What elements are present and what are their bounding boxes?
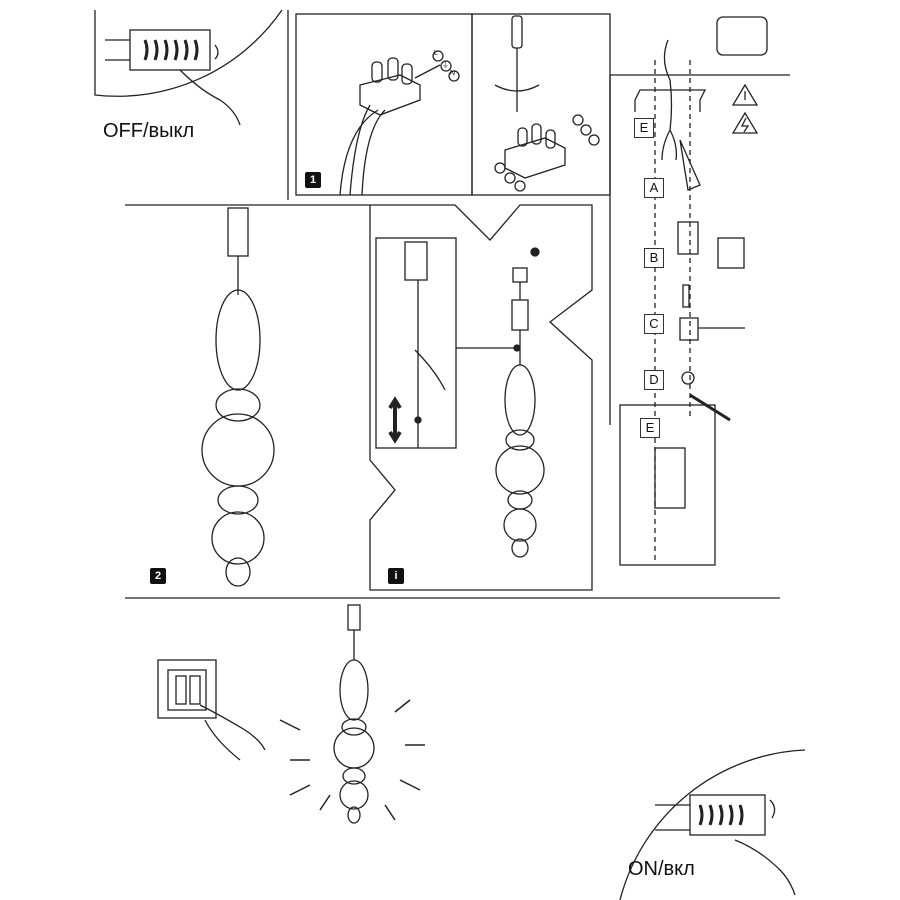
screwdriver-icon (494, 15, 600, 192)
panel-1b-border (471, 13, 611, 196)
info-panel-border (369, 204, 593, 591)
height-adjust-illustration (375, 237, 545, 558)
panel-2-badge: 2 (150, 568, 166, 584)
step-c: C (644, 314, 664, 334)
off-label: OFF/выкл (103, 120, 195, 142)
on-panel-border (619, 749, 806, 900)
step-b: B (644, 248, 664, 268)
pendant-lamp-lit (279, 604, 425, 824)
wall-switch-icon (157, 659, 266, 761)
panel-1-badge: 1 (305, 172, 321, 188)
breaker-on-icon (655, 794, 796, 896)
step-e-bottom: E (640, 418, 660, 438)
breaker-off-icon (105, 29, 241, 126)
step-e-top: E (634, 118, 654, 138)
terminal-label-neutral: N (450, 70, 456, 77)
mounting-steps (634, 39, 745, 560)
panel-1-border (295, 13, 473, 196)
step-a: A (644, 178, 664, 198)
terminal-label-earth: ⏚ (442, 62, 449, 69)
pendant-lamp-large (201, 207, 275, 587)
terminal-label-live: L (434, 50, 438, 57)
warning-icons (716, 16, 768, 134)
panel-info-badge: i (388, 568, 404, 584)
step-d: D (644, 370, 664, 390)
off-panel-border (94, 9, 283, 97)
on-label: ON/вкл (628, 858, 695, 880)
terminal-block-icon (339, 50, 460, 196)
driver-box-border (619, 404, 716, 566)
